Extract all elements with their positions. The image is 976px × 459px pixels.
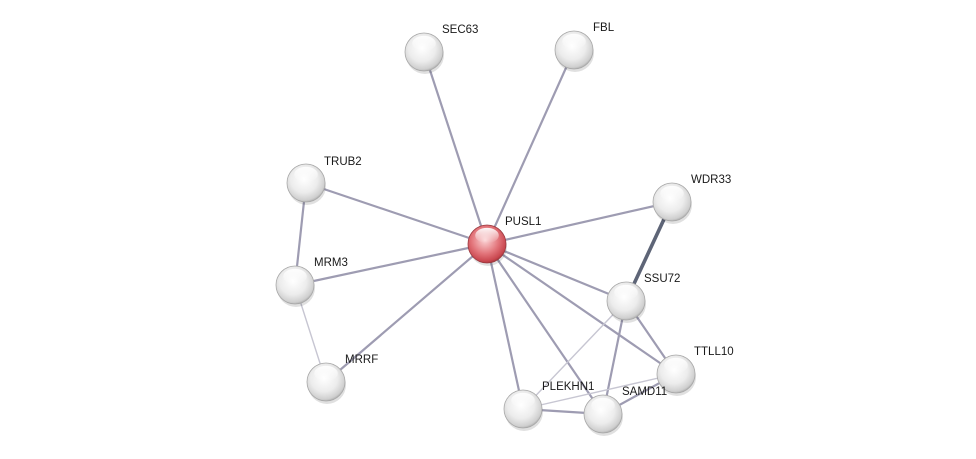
edge-pusl1-wdr33 <box>485 200 674 246</box>
node-samd11[interactable]: SAMD11 <box>583 386 667 436</box>
node-pusl1[interactable]: PUSL1 <box>467 216 541 266</box>
node-label-sec63: SEC63 <box>442 24 478 36</box>
node-highlight <box>283 268 307 285</box>
node-highlight <box>614 284 638 301</box>
node-sec63[interactable]: SEC63 <box>404 24 478 74</box>
node-trub2[interactable]: TRUB2 <box>286 156 362 205</box>
node-ttll10[interactable]: TTLL10 <box>656 346 734 396</box>
node-label-mrm3: MRM3 <box>314 257 348 269</box>
node-highlight <box>475 227 499 244</box>
node-wdr33[interactable]: WDR33 <box>652 174 731 224</box>
node-label-samd11: SAMD11 <box>622 386 667 398</box>
edge-pusl1-trub2 <box>304 181 489 246</box>
node-ssu72[interactable]: SSU72 <box>606 273 680 323</box>
edge-pusl1-mrm3 <box>293 242 489 287</box>
node-label-mrrf: MRRF <box>345 354 378 366</box>
node-plekhn1[interactable]: PLEKHN1 <box>503 381 594 431</box>
edge-pusl1-samd11 <box>485 242 605 416</box>
node-fbl[interactable]: FBL <box>554 22 615 72</box>
node-highlight <box>660 185 684 202</box>
node-label-fbl: FBL <box>593 22 615 34</box>
node-label-plekhn1: PLEKHN1 <box>542 381 594 393</box>
node-label-ttll10: TTLL10 <box>694 346 734 358</box>
node-highlight <box>294 166 318 183</box>
edge-pusl1-sec63 <box>422 50 489 246</box>
node-highlight <box>664 357 688 374</box>
node-highlight <box>562 33 586 50</box>
edge-pusl1-plekhn1 <box>485 242 525 411</box>
node-highlight <box>412 35 436 52</box>
node-mrrf[interactable]: MRRF <box>306 354 378 404</box>
edge-pusl1-ssu72 <box>485 242 628 303</box>
node-highlight <box>511 392 535 409</box>
edge-plekhn1-ttll10 <box>522 373 677 410</box>
node-label-pusl1: PUSL1 <box>505 216 541 228</box>
node-highlight <box>591 397 615 414</box>
edge-pusl1-ttll10 <box>485 242 678 376</box>
node-label-trub2: TRUB2 <box>324 156 362 168</box>
node-label-wdr33: WDR33 <box>691 174 731 186</box>
edge-ssu72-plekhn1 <box>522 300 627 410</box>
node-label-ssu72: SSU72 <box>644 273 680 285</box>
node-highlight <box>314 365 338 382</box>
edge-pusl1-fbl <box>485 48 576 246</box>
edge-pusl1-mrrf <box>324 242 489 384</box>
node-mrm3[interactable]: MRM3 <box>275 257 348 307</box>
